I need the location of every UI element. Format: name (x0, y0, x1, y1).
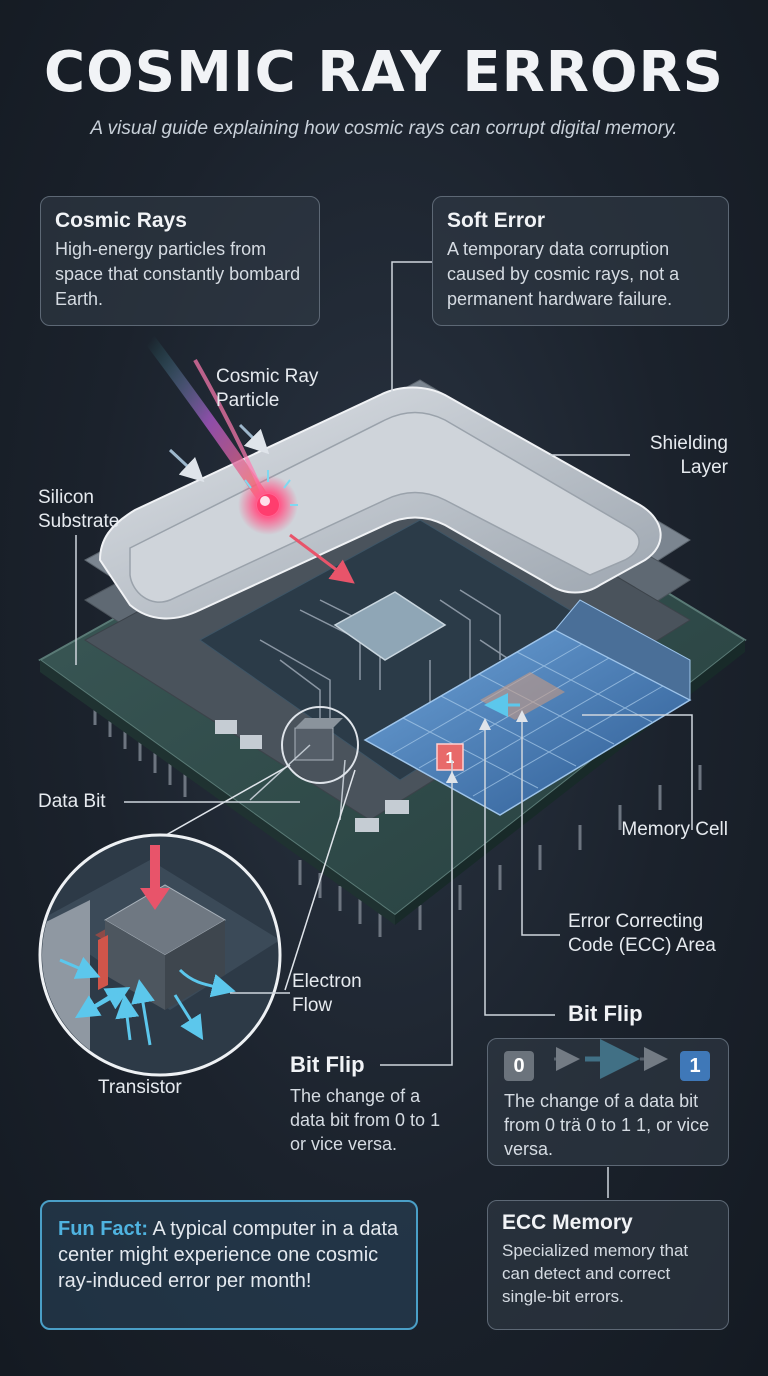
label-transistor: Transistor (98, 1077, 182, 1098)
bit-flip-text: The change of a data bit from 0 to 1 or … (290, 1086, 441, 1154)
label-shielding-layer: Shielding Layer (649, 433, 728, 478)
cosmic-rays-text: High-energy particles from space that co… (55, 239, 301, 309)
cosmic-rays-heading: Cosmic Rays (55, 209, 187, 232)
label-data-bit: Data Bit (38, 791, 106, 812)
fun-fact-text: A typical computer in a data center migh… (58, 1218, 399, 1292)
label-electron-flow: Electron Flow (292, 971, 362, 1016)
transistor-magnifier (38, 833, 282, 1077)
soft-error-heading: Soft Error (447, 209, 546, 232)
label-leader-lines (75, 261, 693, 1198)
soft-error-card: Soft Error A temporary data corruption c… (432, 196, 729, 326)
bit-flip-heading: Bit Flip (290, 1052, 365, 1077)
flipped-bit-chip (436, 743, 464, 771)
page-title: COSMIC RAY ERRORS (44, 40, 724, 105)
cosmic-rays-card: Cosmic Rays High-energy particles from s… (40, 196, 320, 326)
label-silicon-substrate: Silicon Substrate (38, 487, 120, 532)
impact-sparks (244, 470, 298, 506)
page-subtitle: A visual guide explaining how cosmic ray… (90, 118, 678, 139)
bit-flip-diagram-text: The change of a data bit from 0 trä 0 t… (504, 1091, 710, 1159)
label-cosmic-ray-particle: Cosmic Ray Particle (216, 366, 319, 411)
bit-one-box: 1 (680, 1051, 710, 1081)
label-memory-cell: Memory Cell (621, 819, 728, 840)
soft-error-text: A temporary data corruption caused by co… (447, 239, 680, 309)
label-ecc-area: Error Correcting Code (ECC) Area (568, 911, 716, 956)
bit-zero-box: 0 (504, 1051, 534, 1081)
flipped-bit-value: 1 (446, 750, 455, 767)
ecc-memory-card: ECC Memory Specialized memory that can d… (487, 1200, 729, 1330)
bit-flip-diagram-heading: Bit Flip (568, 1001, 643, 1026)
ecc-memory-heading: ECC Memory (502, 1211, 633, 1234)
bit-flip-diagram-card: 0 1 The change of a data bit from 0 trä… (487, 1038, 729, 1166)
ecc-memory-text: Specialized memory that can detect and c… (502, 1241, 689, 1306)
fun-fact-keyword: Fun Fact: (58, 1218, 148, 1240)
fun-fact-box: Fun Fact: A typical computer in a data c… (40, 1200, 418, 1330)
zoom-focus-ring (281, 706, 359, 784)
processor-die (333, 591, 447, 661)
chip-pins (93, 700, 702, 937)
